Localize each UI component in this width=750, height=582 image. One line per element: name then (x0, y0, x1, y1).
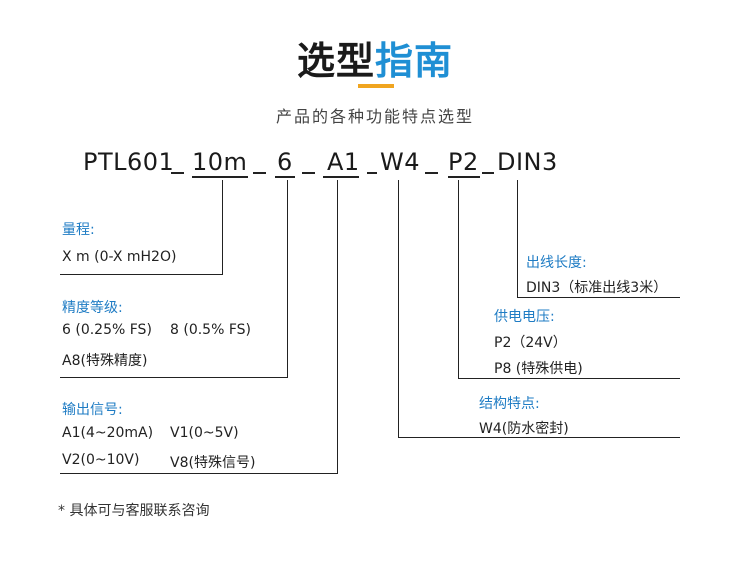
model-part-output: A1 (327, 148, 360, 176)
model-dash (425, 172, 438, 174)
connector-output (337, 180, 338, 474)
range-label: 量程: (62, 222, 95, 238)
cable-option: DIN3（标准出线3米） (526, 280, 668, 296)
connector-range-h (60, 274, 223, 275)
range-value: X m (0-X mH2O) (62, 249, 177, 265)
structure-label: 结构特点: (479, 396, 540, 412)
model-part-accuracy: 6 (277, 148, 293, 176)
connector-cable-h (517, 297, 680, 298)
model-underline (448, 176, 480, 178)
footnote: * 具体可与客服联系咨询 (58, 503, 210, 519)
model-part-cable: DIN3 (497, 148, 558, 176)
model-dash (253, 172, 266, 174)
model-part-series: PTL601 (83, 148, 175, 176)
connector-range (222, 180, 223, 275)
connector-output-h (60, 473, 338, 474)
output-option: V1(0~5V) (170, 425, 239, 441)
connector-power (458, 180, 459, 379)
connector-accuracy (287, 180, 288, 378)
power-label: 供电电压: (494, 309, 555, 325)
model-part-range: 10m (192, 148, 248, 176)
model-dash (367, 172, 377, 174)
model-underline (275, 176, 295, 178)
connector-structure-h (398, 437, 680, 438)
model-dash (482, 172, 494, 174)
connector-cable (517, 180, 518, 298)
power-option: P2（24V） (494, 335, 567, 351)
connector-structure (398, 180, 399, 438)
page-title: 选型指南 (0, 30, 750, 85)
accuracy-label: 精度等级: (62, 300, 123, 316)
model-dash (302, 172, 315, 174)
accuracy-option: 6 (0.25% FS) (62, 322, 152, 338)
accuracy-option: A8(特殊精度) (62, 353, 148, 369)
output-label: 输出信号: (62, 402, 123, 418)
model-underline (192, 176, 248, 178)
model-part-power: P2 (448, 148, 479, 176)
model-dash (171, 172, 184, 174)
output-option: A1(4~20mA) (62, 425, 154, 441)
model-underline (323, 176, 359, 178)
connector-accuracy-h (60, 377, 288, 378)
output-option: V2(0~10V) (62, 452, 140, 468)
output-option: V8(特殊信号) (170, 455, 256, 471)
page-subtitle: 产品的各种功能特点选型 (275, 107, 474, 126)
title-underline (358, 84, 394, 88)
structure-option: W4(防水密封) (479, 421, 569, 437)
title-blue-part: 指南 (375, 39, 454, 83)
model-part-structure: W4 (380, 148, 420, 176)
power-option: P8 (特殊供电) (494, 361, 583, 377)
cable-label: 出线长度: (526, 255, 587, 271)
connector-power-h (458, 378, 680, 379)
accuracy-option: 8 (0.5% FS) (170, 322, 251, 338)
title-black-part: 选型 (296, 39, 375, 83)
